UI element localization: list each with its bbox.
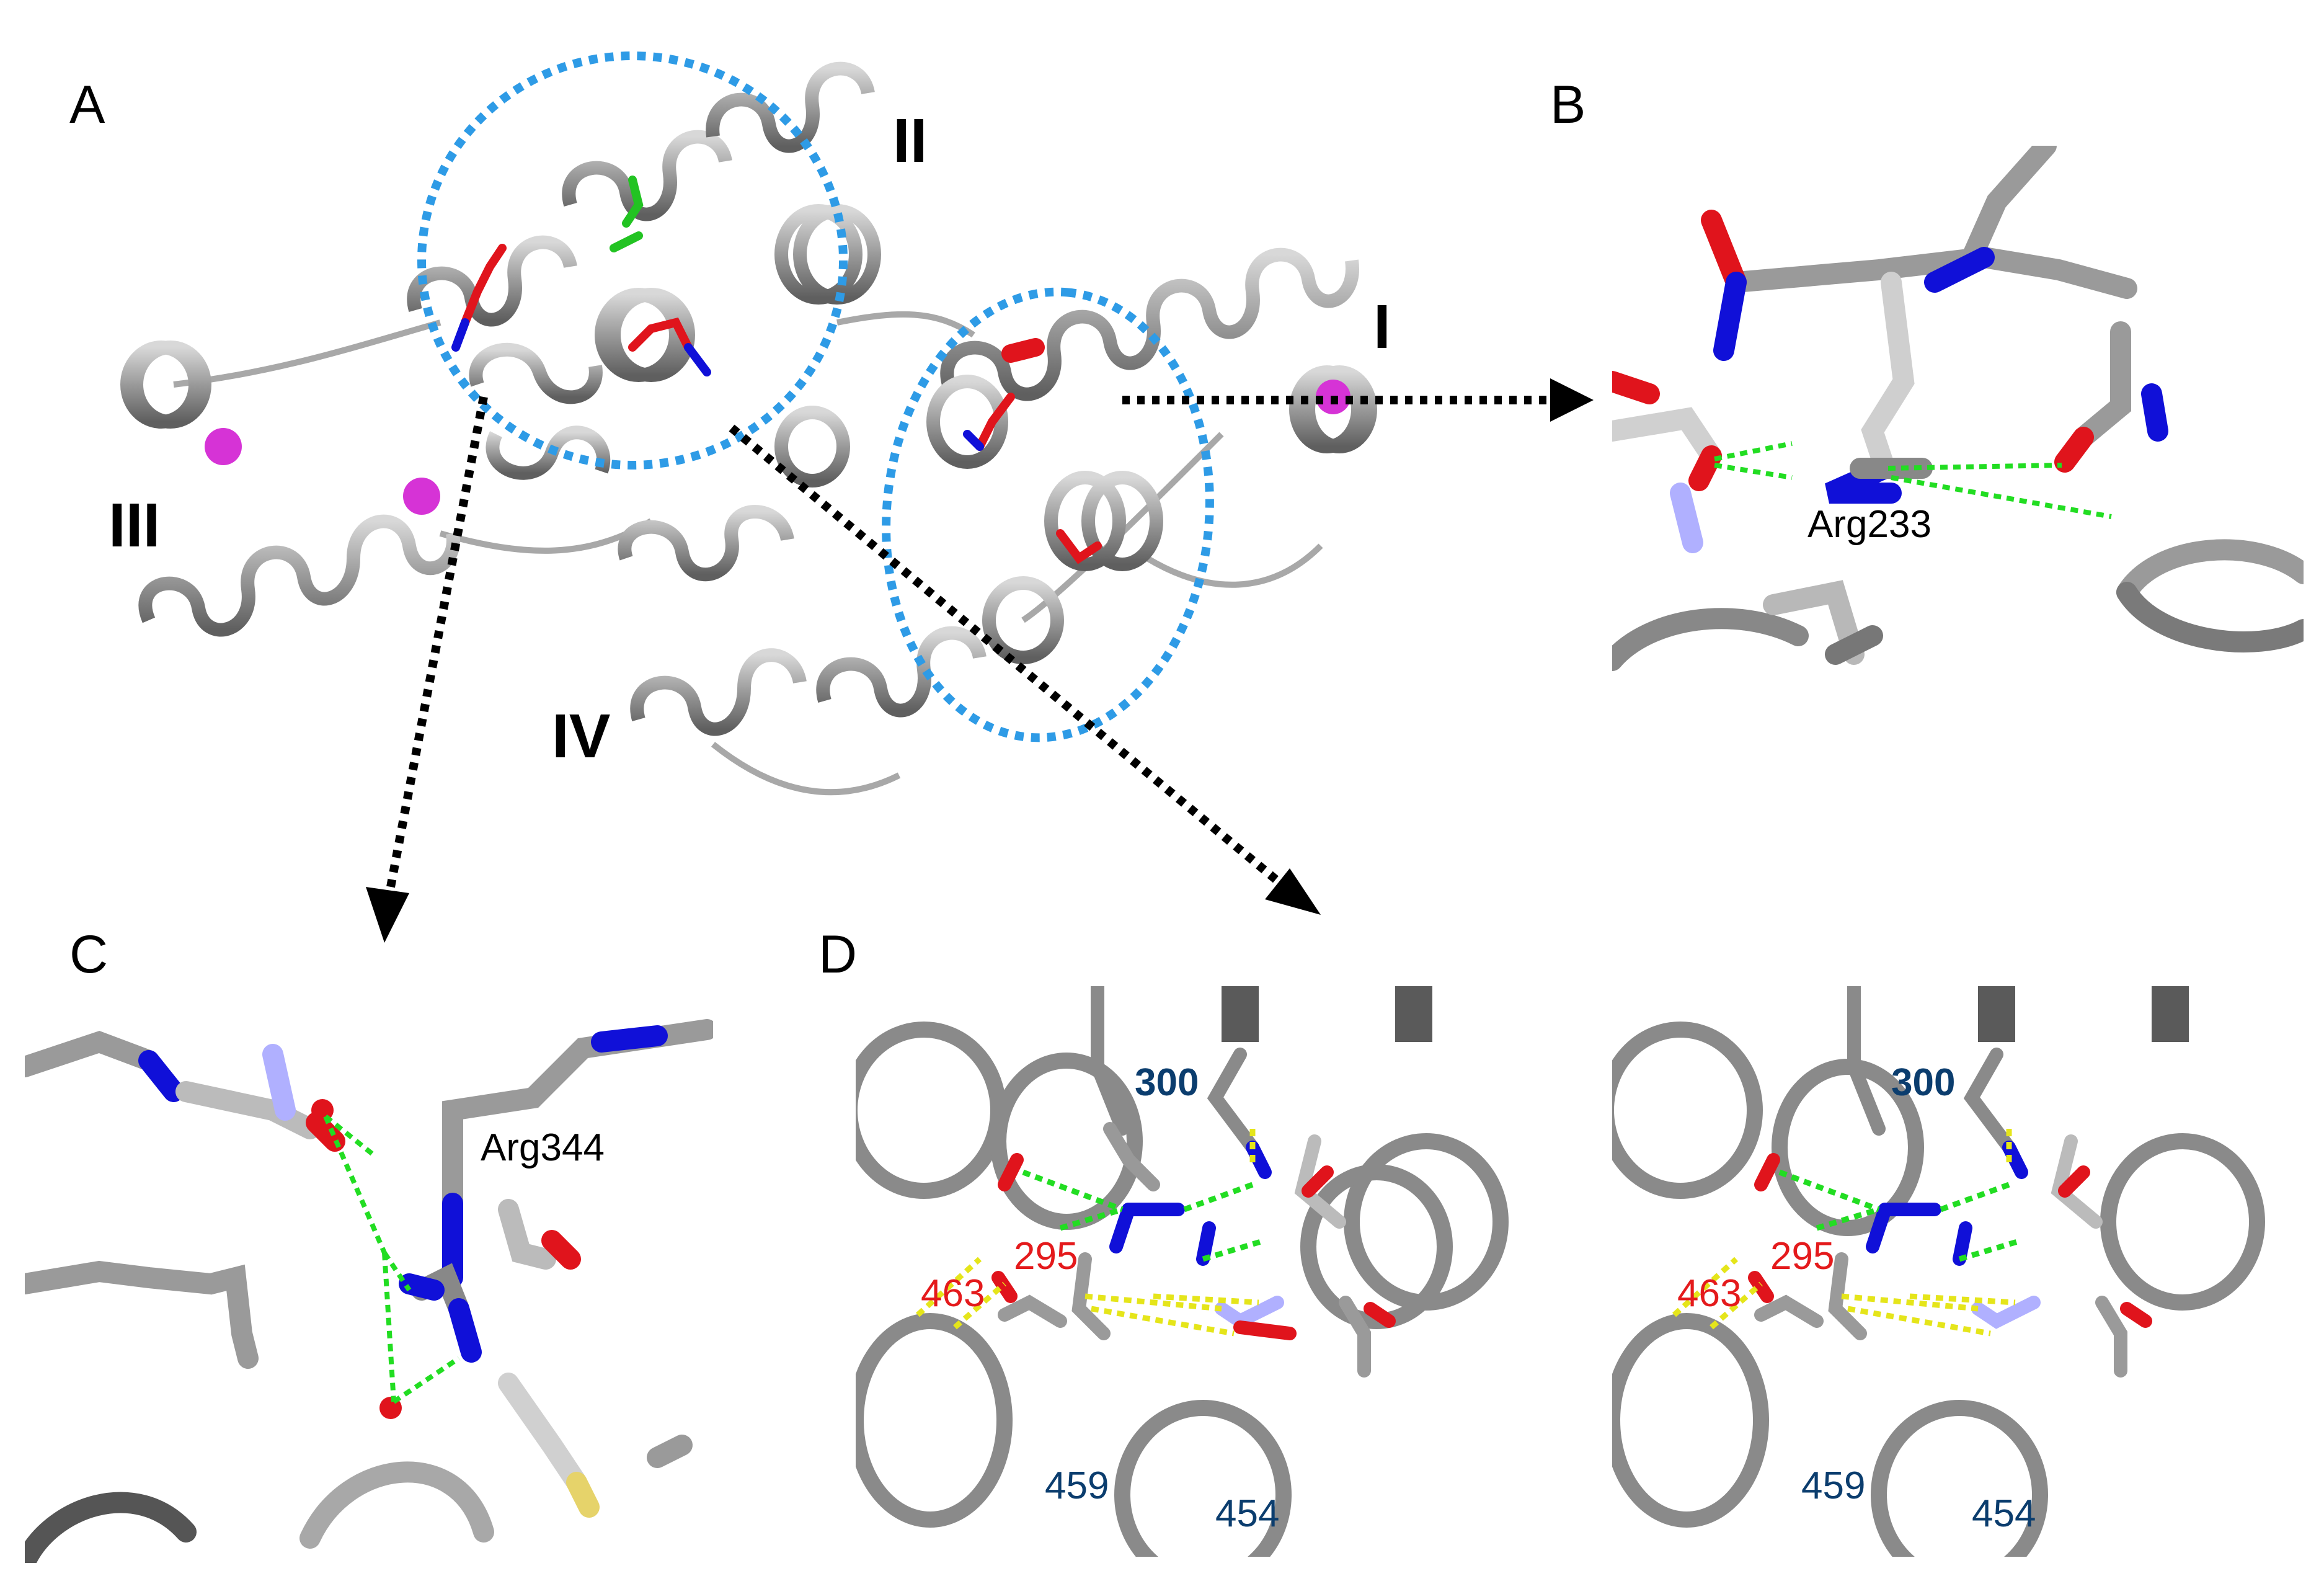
residue-label-463: 463: [921, 1272, 985, 1315]
residue-label-454: 454: [1215, 1492, 1280, 1535]
domain-label-iv: IV: [552, 701, 611, 771]
panel-d-left-closeup: 300 295 463 459 454: [856, 986, 1544, 1557]
residue-label-454: 454: [1972, 1492, 2036, 1535]
arg233-sticks: [1612, 146, 2304, 671]
panel-b-closeup: Arg233: [1612, 146, 2304, 698]
residue-label-arg233: Arg233: [1807, 503, 1931, 546]
residue-label-295: 295: [1014, 1235, 1078, 1278]
residue-label-295: 295: [1770, 1235, 1835, 1278]
salt-bridge-network-left: [856, 986, 1509, 1557]
residue-label-300: 300: [1891, 1061, 1956, 1104]
panel-c-closeup: Arg344: [25, 986, 713, 1563]
domain-label-iii: III: [109, 491, 161, 560]
domain-label-ii: II: [893, 106, 928, 176]
arg344-sticks: [25, 1019, 713, 1563]
protein-cartoon: [120, 51, 1377, 796]
residue-label-463: 463: [1677, 1272, 1742, 1315]
panel-d-right-closeup: 300 295 463 459 454: [1612, 986, 2300, 1557]
salt-bridge-network-right: [1612, 986, 2265, 1557]
panel-letter-a: A: [69, 75, 105, 135]
highlight-circle-domain-ii: [417, 51, 848, 470]
panel-letter-d: D: [818, 925, 858, 984]
residue-label-459: 459: [1801, 1464, 1866, 1507]
panel-letter-c: C: [69, 925, 109, 984]
panel-letter-b: B: [1550, 75, 1586, 135]
residue-label-300: 300: [1135, 1061, 1199, 1104]
domain-label-i: I: [1373, 292, 1391, 362]
residue-label-459: 459: [1045, 1464, 1109, 1507]
residue-label-arg344: Arg344: [481, 1126, 605, 1169]
panel-a-structure: [93, 0, 1581, 899]
